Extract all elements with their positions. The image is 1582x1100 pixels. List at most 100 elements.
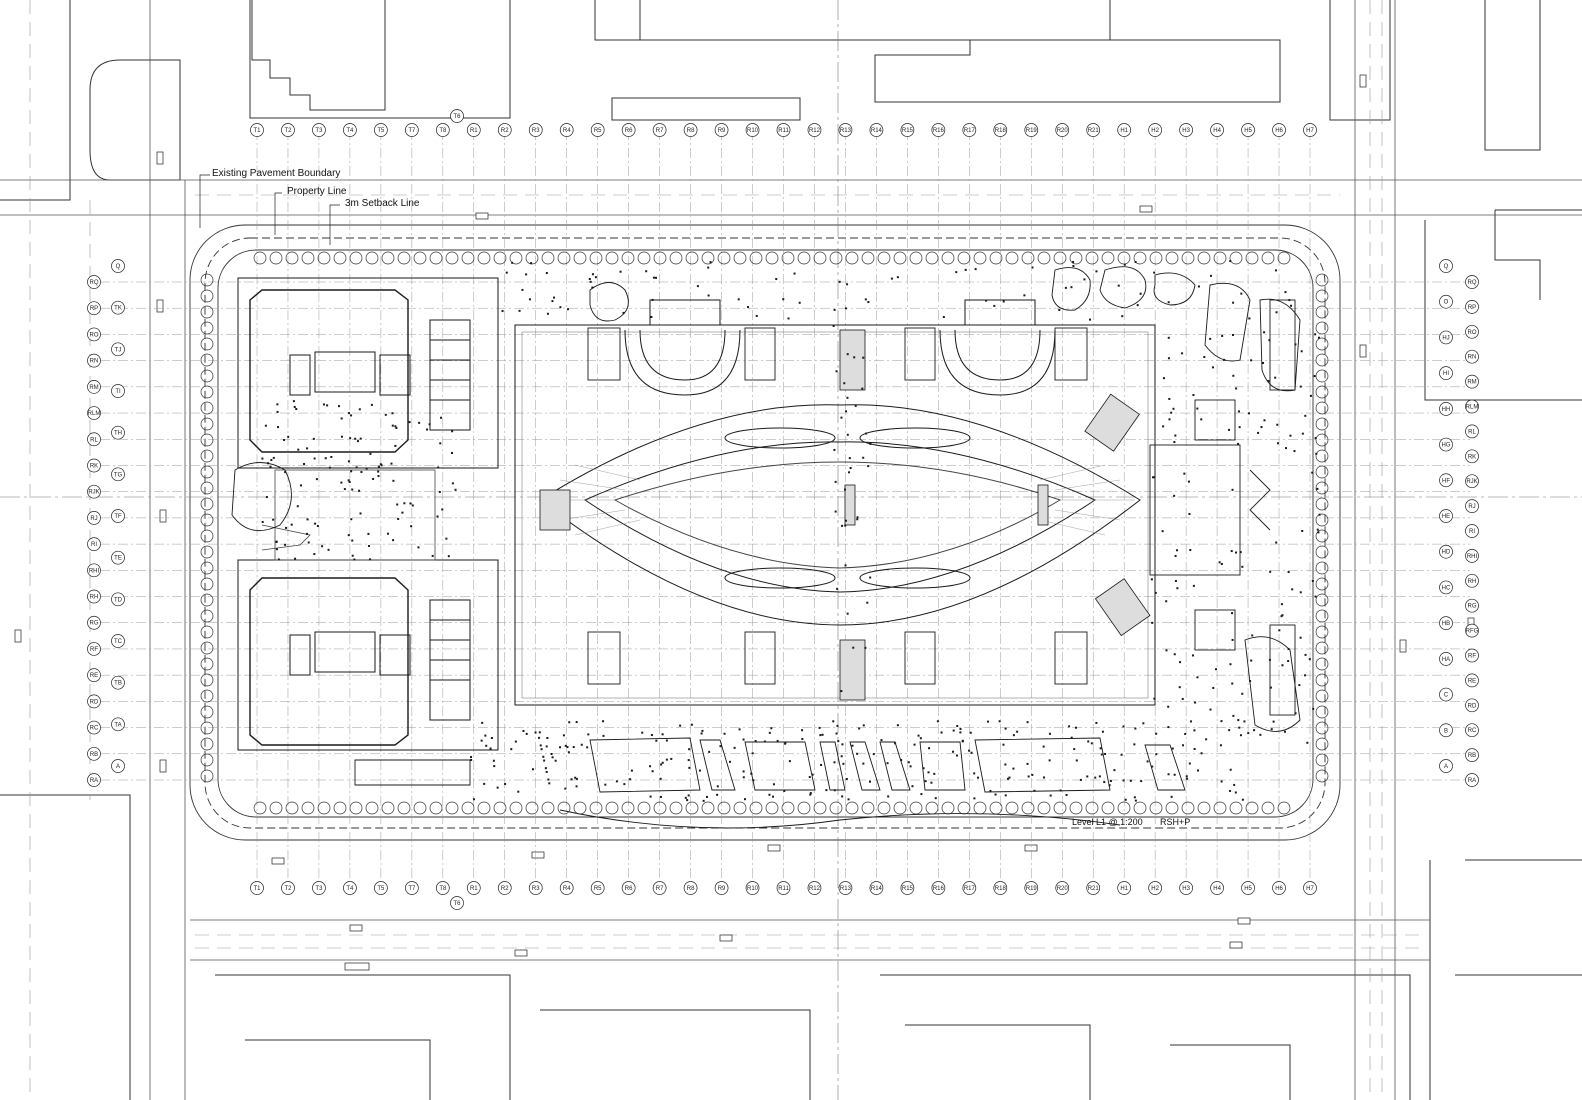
grid-bubble-left-outer: RLM <box>87 406 101 420</box>
grid-bubble-right-outer: RJK <box>1465 474 1479 489</box>
grid-bubble-right-inner: Q <box>1439 259 1453 273</box>
tree-icon <box>1101 251 1115 265</box>
tree-icon <box>1315 577 1329 591</box>
tree-icon <box>200 609 214 623</box>
tree-icon <box>653 801 667 815</box>
svg-text:H5: H5 <box>1244 886 1252 892</box>
grid-bubble-right-inner: HB <box>1439 616 1453 630</box>
svg-text:R14: R14 <box>871 128 883 134</box>
svg-text:H7: H7 <box>1306 886 1314 892</box>
grid-bubble-bottom: R19 <box>1024 881 1039 895</box>
tree-icon <box>1315 593 1329 607</box>
svg-text:B: B <box>1444 728 1448 734</box>
grid-bubble-left-outer: RF <box>87 642 101 656</box>
grid-bubble-top: R14 <box>869 123 884 137</box>
svg-text:RK: RK <box>1468 454 1476 460</box>
tree-icon <box>1165 801 1179 815</box>
svg-text:R9: R9 <box>718 128 726 134</box>
atrium-hatching <box>545 464 1135 536</box>
tree-icon <box>413 251 427 265</box>
svg-text:R8: R8 <box>687 886 695 892</box>
svg-text:R4: R4 <box>563 128 571 134</box>
svg-text:TF: TF <box>114 514 122 520</box>
grid-bubble-bottom: T1 <box>250 881 264 895</box>
tree-icon <box>749 801 763 815</box>
svg-text:RF: RF <box>1468 654 1476 660</box>
tree-icon <box>1245 801 1259 815</box>
svg-text:RI: RI <box>1469 529 1475 535</box>
svg-text:R8: R8 <box>687 128 695 134</box>
tree-icon <box>1315 689 1329 703</box>
grid-bubble-bottom: H5 <box>1241 881 1255 895</box>
tree-icon <box>1197 251 1211 265</box>
svg-text:RO: RO <box>90 332 99 338</box>
grid-bubble-top: R17 <box>962 123 977 137</box>
grid-bubble-bottom: R21 <box>1086 881 1101 895</box>
tree-icon <box>1315 657 1329 671</box>
svg-text:RLM: RLM <box>1466 405 1479 411</box>
structural-grid <box>100 130 1470 880</box>
grid-bubble-top: R21 <box>1086 123 1101 137</box>
escalators <box>539 329 1151 701</box>
svg-text:R16: R16 <box>933 128 945 134</box>
grid-bubble-top: T8 <box>435 123 450 137</box>
tree-icon <box>1315 353 1329 367</box>
svg-text:RG: RG <box>90 621 99 627</box>
tree-icon <box>269 251 283 265</box>
svg-text:R16: R16 <box>933 886 945 892</box>
grid-bubble-top: R1 <box>466 123 481 137</box>
grid-bubble-right-outer: RQ <box>1465 275 1479 289</box>
grid-bubble-bottom: R1 <box>466 881 481 895</box>
grid-bubble-bottom: R14 <box>869 881 884 895</box>
svg-text:TJ: TJ <box>115 347 122 353</box>
grid-bubble-bottom: R12 <box>807 881 822 895</box>
tree-icon <box>1315 289 1329 303</box>
svg-text:RB: RB <box>90 752 98 758</box>
tree-icon <box>509 251 523 265</box>
tree-icon <box>269 801 283 815</box>
level-scale-label: Level L1 @ 1:200 <box>1072 817 1143 827</box>
tree-icon <box>1085 251 1099 265</box>
tree-icon <box>765 251 779 265</box>
svg-text:T5: T5 <box>377 128 385 134</box>
svg-text:R20: R20 <box>1057 886 1069 892</box>
svg-text:T7: T7 <box>408 128 416 134</box>
tree-icon <box>381 251 395 265</box>
svg-text:RA: RA <box>90 778 98 784</box>
grid-bubble-bottom: H6 <box>1272 881 1286 895</box>
tree-icon <box>413 801 427 815</box>
tree-icon <box>1229 251 1243 265</box>
svg-text:TE: TE <box>114 556 122 562</box>
svg-text:H1: H1 <box>1120 886 1128 892</box>
svg-text:R11: R11 <box>778 128 789 134</box>
tree-icon <box>1053 801 1067 815</box>
svg-text:RD: RD <box>1468 703 1477 709</box>
svg-text:T1: T1 <box>253 886 261 892</box>
grid-bubble-top: R7 <box>652 123 667 137</box>
setback-line-label: 3m Setback Line <box>345 198 420 209</box>
tree-icon <box>200 449 214 463</box>
svg-text:R18: R18 <box>995 128 1007 134</box>
tree-icon <box>333 251 347 265</box>
tree-icon <box>829 801 843 815</box>
svg-text:RQ: RQ <box>1468 280 1477 286</box>
svg-text:RP: RP <box>1468 305 1476 311</box>
grid-bubble-left-inner: TA <box>111 717 125 732</box>
svg-text:RA: RA <box>1468 778 1476 784</box>
grid-bubble-left-inner: A <box>111 759 125 773</box>
svg-text:RC: RC <box>1468 728 1477 734</box>
svg-text:T7: T7 <box>408 886 416 892</box>
tree-icon <box>200 593 214 607</box>
tree-icon <box>1213 251 1227 265</box>
tree-icon <box>733 251 747 265</box>
svg-text:R5: R5 <box>594 886 602 892</box>
svg-text:R1: R1 <box>470 886 478 892</box>
grid-bubble-right-outer: RLM <box>1465 399 1479 414</box>
tree-icon <box>877 251 891 265</box>
tree-icon <box>1315 449 1329 463</box>
grid-bubble-bottom: H3 <box>1179 881 1193 895</box>
grid-bubble-bottom: T7 <box>405 881 419 895</box>
svg-text:RE: RE <box>90 673 98 679</box>
svg-text:TA: TA <box>114 722 121 728</box>
